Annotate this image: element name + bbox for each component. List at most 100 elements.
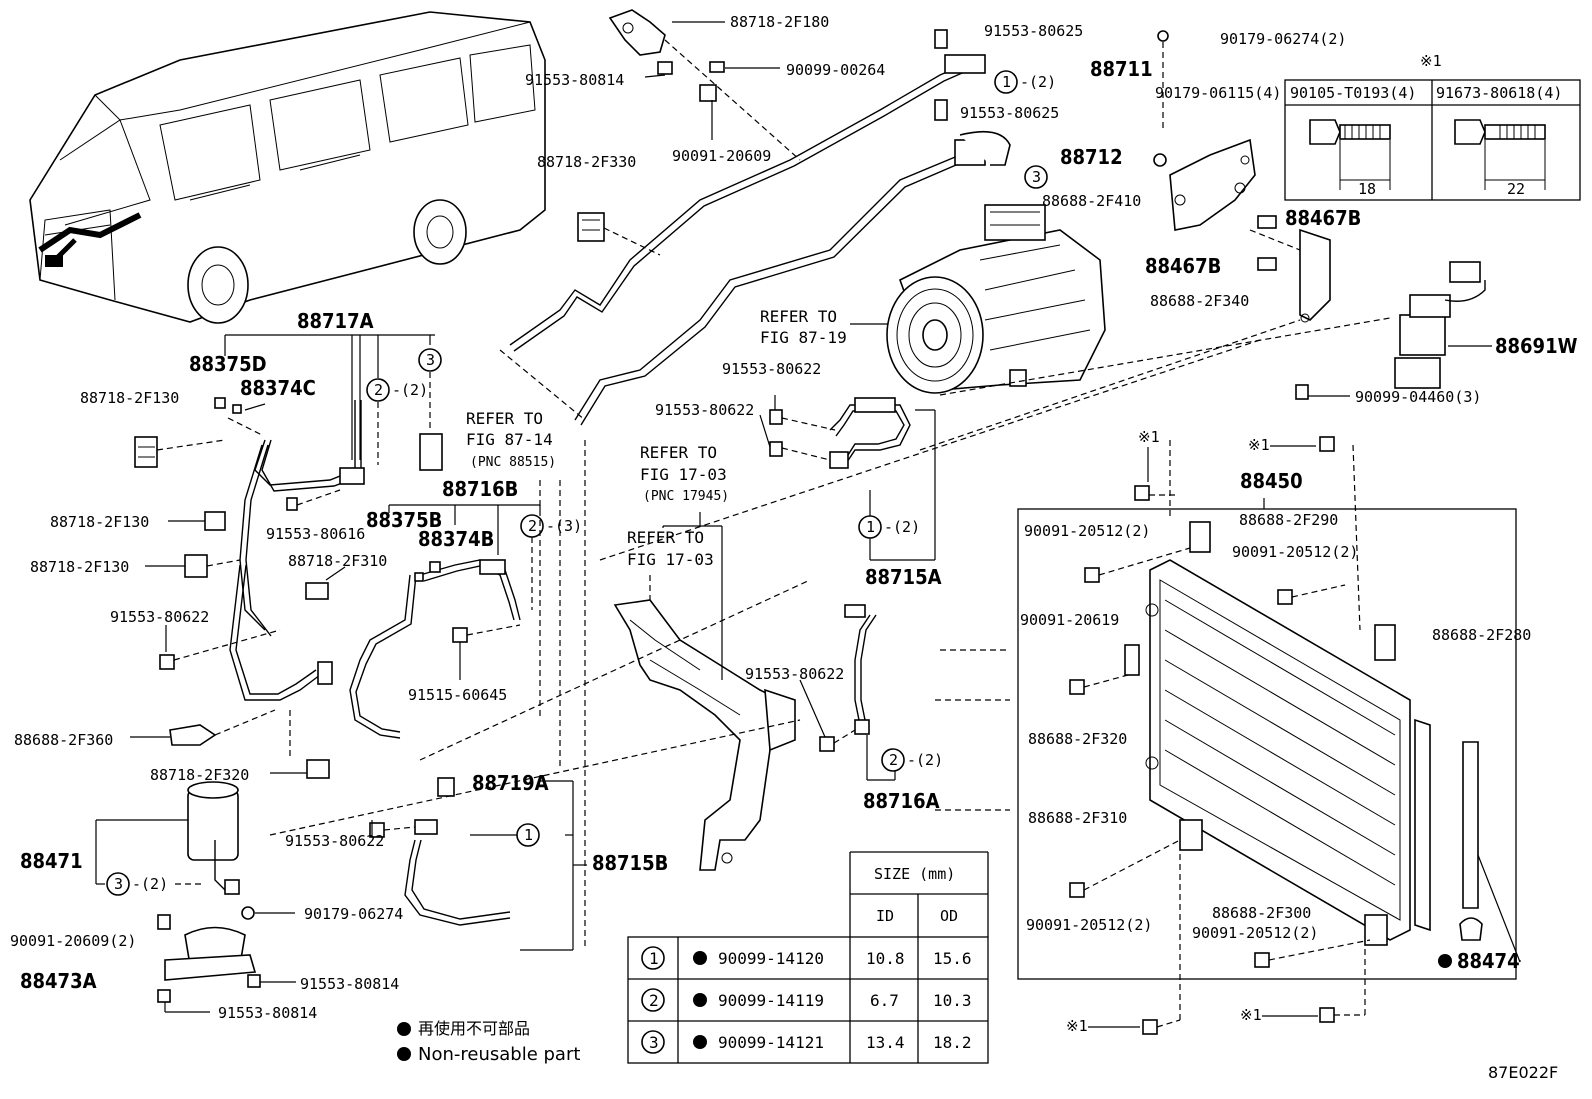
callout-1-88711: 1 [1002,73,1011,91]
refer-to-87-19-line2: FIG 87-19 [760,328,847,347]
refer-to-17-03b-line1: REFER TO [627,528,704,547]
label-88688-2F280: 88688-2F280 [1432,626,1531,644]
size-row-od: 15.6 [933,949,972,968]
callout-3-88471: 3 [114,875,123,893]
label-88467B-lower: 88467B [1145,254,1221,278]
pipe-88716A [799,604,905,781]
label-88718-2F130-a: 88718-2F130 [80,389,179,407]
condenser-88450 [1124,521,1521,963]
label-88712: 88712 [1060,145,1123,169]
label-90099-04460-3: 90099-04460(3) [1355,388,1481,406]
refer-to-87-14-line1: REFER TO [466,409,543,428]
size-row-id: 10.8 [866,949,905,968]
bolt-box-labels: ※1 90105-T0193(4) 91673-80618(4) 18 22 [1290,52,1562,198]
suction-pipe-88712 [574,99,1011,426]
label-91553-80814-bottom: 91553-80814 [218,1004,317,1022]
size-row-ref: 1 [649,949,659,968]
label-88718-2F130-c: 88718-2F130 [30,558,129,576]
size-row-ref: 3 [649,1033,659,1052]
clamp-88718-2F330 [577,212,661,256]
bolt-box-dim1: 18 [1358,180,1376,198]
size-row-od: 18.2 [933,1033,972,1052]
refer-to-17-03-line2: FIG 17-03 [640,465,727,484]
label-90179-06274: 90179-06274 [304,905,403,923]
note-mark-b: ※1 [1248,436,1270,454]
callout-qty-88716B: -(3) [546,517,582,535]
callouts-top [994,70,1048,189]
label-91553-80814-top: 91553-80814 [525,71,624,89]
label-88471: 88471 [20,849,83,873]
label-88688-2F300: 88688-2F300 [1212,904,1311,922]
label-88718-2F180: 88718-2F180 [730,13,829,31]
legend: 再使用不可部品 Non-reusable part [418,1019,580,1065]
label-88374C: 88374C [240,376,316,400]
refer-to-87-19-line1: REFER TO [760,307,837,326]
label-91553-80622-right: 91553-80622 [745,665,844,683]
label-88688-2F320: 88688-2F320 [1028,730,1127,748]
note-mark-d: ※1 [1240,1006,1262,1024]
label-88473A: 88473A [20,969,97,993]
callout-qty-88716A: -(2) [907,751,943,769]
refer-to-17-03-line1: REFER TO [640,443,717,462]
label-88718-2F330: 88718-2F330 [537,153,636,171]
bolt-box-mark: ※1 [1420,52,1442,70]
label-91553-80622-left: 91553-80622 [110,608,209,626]
size-row-ref: 2 [649,991,659,1010]
callout-2-88716B: 2 [528,517,537,535]
callout-qty-88715A: -(2) [884,518,920,536]
label-90179-06274-2: 90179-06274(2) [1220,30,1346,48]
label-90091-20512-2-d: 90091-20512(2) [1192,924,1318,942]
callout-1-88719A: 1 [524,826,533,844]
label-88467B-upper: 88467B [1285,206,1361,230]
pipe-88719A [369,777,587,951]
label-90091-20512-2-c: 90091-20512(2) [1026,916,1152,934]
refer-labels: REFER TO FIG 87-19 REFER TO FIG 87-14 (P… [466,307,847,680]
label-91553-80622-top: 91553-80622 [722,360,821,378]
top-clamp-group [608,9,801,161]
label-88688-2F360: 88688-2F360 [14,731,113,749]
size-table [627,851,989,1064]
size-row-id: 13.4 [866,1033,905,1052]
label-91553-80622-mid: 91553-80622 [655,401,754,419]
label-88474: 88474 [1457,949,1520,973]
pipe-88716B [349,504,544,739]
size-row-part: 90099-14119 [718,991,824,1010]
refer-to-17-03b-line2: FIG 17-03 [627,550,714,569]
condenser-bolts [1069,436,1371,1035]
label-88450: 88450 [1240,469,1303,493]
label-90091-20512-2-a: 90091-20512(2) [1024,522,1150,540]
label-88719A: 88719A [472,771,549,795]
callout-1-88715A: 1 [866,518,875,536]
callout-2-88716A: 2 [889,751,898,769]
legend-dots [397,954,1452,1061]
label-88716A: 88716A [863,789,940,813]
size-table-col-id: ID [876,907,894,925]
label-90091-20609-2: 90091-20609(2) [10,932,136,950]
bracket-88688-2F360 [130,709,330,779]
label-88717A: 88717A [297,309,374,333]
size-row-part: 90099-14120 [718,949,824,968]
bracket-88688-2F410 [1153,30,1256,231]
label-88374B: 88374B [418,527,494,551]
van-illustration [29,11,546,324]
label-90091-20609: 90091-20609 [672,147,771,165]
label-88691W: 88691W [1495,334,1578,358]
size-row-od: 10.3 [933,991,972,1010]
condenser-frame [1017,498,1517,980]
label-91553-80616: 91553-80616 [266,525,365,543]
dash-connectors [269,319,1301,950]
bolt-box [1284,79,1581,201]
label-91515-60645: 91515-60645 [408,686,507,704]
label-88711: 88711 [1090,57,1153,81]
label-90099-00264: 90099-00264 [786,61,885,79]
label-88715A: 88715A [865,565,942,589]
label-88688-2F340: 88688-2F340 [1150,292,1249,310]
center-bracket [613,575,796,871]
clamp-88718-2F310-left [159,566,346,670]
discharge-pipe-88711 [509,29,986,352]
label-88715B: 88715B [592,851,668,875]
label-90091-20619: 90091-20619 [1020,611,1119,629]
legend-jp: 再使用不可部品 [418,1019,530,1038]
size-row-id: 6.7 [870,991,899,1010]
